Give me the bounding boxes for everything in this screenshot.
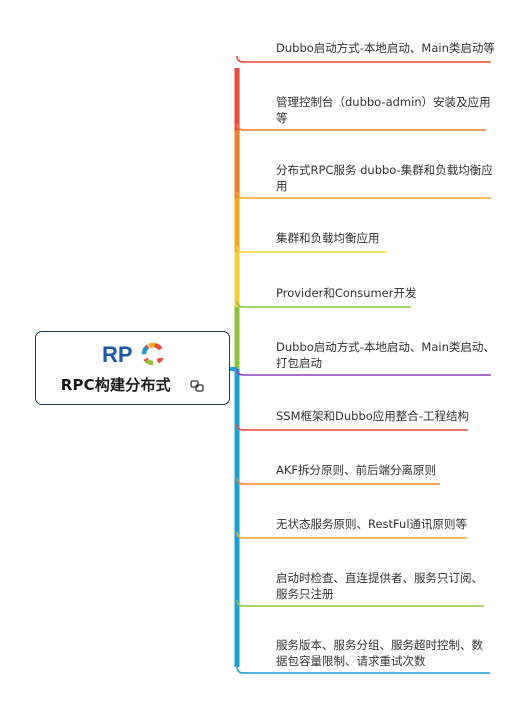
branch-node[interactable]: 服务版本、服务分组、服务超时控制、数据包容量限制、请求重试次数 xyxy=(276,637,483,669)
branch-line xyxy=(236,191,491,199)
branch-node[interactable]: Dubbo启动方式-本地启动、Main类启动等 xyxy=(276,40,495,56)
branch-line xyxy=(236,368,491,376)
branch-node[interactable]: 集群和负载均衡应用 xyxy=(276,230,380,246)
branch-label-line: 等 xyxy=(276,111,288,125)
branch-line xyxy=(236,300,411,308)
branch-line xyxy=(236,477,440,485)
root-node[interactable]: RP RPC构建分布式 xyxy=(35,331,230,405)
branch-node[interactable]: 管理控制台（dubbo-admin）安装及应用等 xyxy=(276,94,491,126)
rpc-logo: RP xyxy=(36,341,229,367)
branch-label-line: 据包容量限制、请求重试次数 xyxy=(276,654,426,668)
branch-node[interactable]: AKF拆分原则、前后端分离原则 xyxy=(276,462,436,478)
branch-line xyxy=(236,599,484,607)
branch-label-line: SSM框架和Dubbo应用整合-工程结构 xyxy=(276,409,469,423)
root-title-text: RPC构建分布式 xyxy=(60,376,171,394)
branch-label-line: 打包启动 xyxy=(276,356,322,370)
branch-label-line: Provider和Consumer开发 xyxy=(276,286,417,300)
branch-label-line: Dubbo启动方式-本地启动、Main类启动、 xyxy=(276,340,495,354)
branch-line xyxy=(236,666,490,674)
root-title: RPC构建分布式 xyxy=(36,374,229,396)
branch-label-line: 集群和负载均衡应用 xyxy=(276,231,380,245)
branch-label-line: 管理控制台（dubbo-admin）安装及应用 xyxy=(276,95,491,109)
branch-label-line: 启动时检查、直连提供者、服务只订阅、 xyxy=(276,571,483,585)
branch-node[interactable]: SSM框架和Dubbo应用整合-工程结构 xyxy=(276,408,469,424)
branch-node[interactable]: Provider和Consumer开发 xyxy=(276,285,417,301)
branch-line xyxy=(236,245,387,253)
branch-node[interactable]: 无状态服务原则、RestFul通讯原则等 xyxy=(276,516,467,532)
branch-line xyxy=(236,423,468,431)
link-icon[interactable] xyxy=(190,378,204,396)
branch-label-line: 服务版本、服务分组、服务超时控制、数 xyxy=(276,638,483,652)
branch-label-line: 服务只注册 xyxy=(276,587,334,601)
branch-node[interactable]: Dubbo启动方式-本地启动、Main类启动、打包启动 xyxy=(276,339,495,371)
svg-text:RP: RP xyxy=(102,342,133,367)
branch-label-line: 分布式RPC服务 dubbo-集群和负载均衡应 xyxy=(276,163,493,177)
branch-label-line: 用 xyxy=(276,179,288,193)
branch-line xyxy=(236,55,491,63)
branch-node[interactable]: 分布式RPC服务 dubbo-集群和负载均衡应用 xyxy=(276,162,493,194)
branch-node[interactable]: 启动时检查、直连提供者、服务只订阅、服务只注册 xyxy=(276,570,483,602)
branch-label-line: Dubbo启动方式-本地启动、Main类启动等 xyxy=(276,41,495,55)
branch-label-line: AKF拆分原则、前后端分离原则 xyxy=(276,463,437,477)
branch-label-line: 无状态服务原则、RestFul通讯原则等 xyxy=(276,517,468,531)
branch-line xyxy=(236,531,467,539)
branch-line xyxy=(236,123,486,131)
